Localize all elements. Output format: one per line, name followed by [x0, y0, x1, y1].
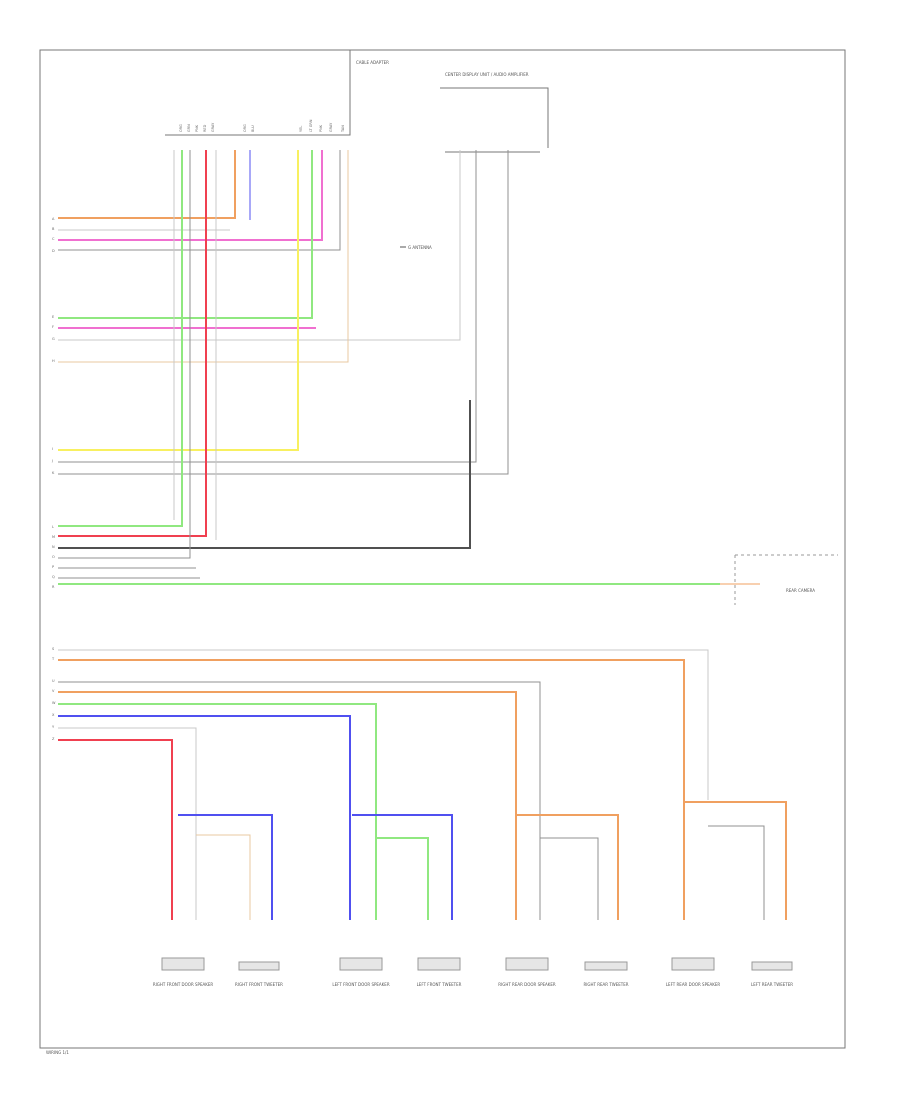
speaker-right-front-tweeter: [238, 961, 280, 971]
svg-text:V: V: [52, 689, 55, 693]
speaker-label-6: RIGHT REAR TWEETER: [583, 982, 628, 987]
svg-text:M: M: [52, 535, 55, 539]
speaker-right-rear-tweeter: [584, 961, 628, 971]
center-display-unit: CENTER DISPLAY UNIT / AUDIO AMPLIFIER: [440, 72, 549, 153]
wire-pink-a: [58, 150, 323, 241]
svg-text:GRAY: GRAY: [329, 122, 333, 132]
svg-text:LT GRN: LT GRN: [309, 119, 313, 132]
svg-text:T: T: [51, 657, 55, 661]
diagram-frame: [39, 49, 846, 1049]
speaker-label-3: LEFT FRONT DOOR SPEAKER: [332, 982, 389, 987]
svg-text:J: J: [51, 459, 53, 463]
svg-text:S: S: [52, 647, 55, 651]
svg-text:C: C: [52, 237, 55, 241]
lower-wires: [58, 649, 709, 920]
svg-text:D: D: [52, 249, 55, 253]
speaker-left-front-door: [339, 957, 383, 971]
svg-text:TAN: TAN: [341, 125, 345, 133]
center-unit-label: CENTER DISPLAY UNIT / AUDIO AMPLIFIER: [445, 72, 529, 77]
svg-text:PNK: PNK: [195, 124, 199, 132]
wire-orange-a: [58, 150, 236, 219]
top-connector: CABLE ADAPTER ORG GRN PNK RED GRAY ORG B…: [165, 50, 389, 136]
rear-camera-box: REAR CAMERA: [734, 554, 838, 605]
footer-label: WIRING 1/1: [46, 1050, 69, 1055]
svg-text:Q: Q: [52, 575, 55, 579]
svg-text:R: R: [52, 585, 55, 589]
svg-text:X: X: [52, 713, 55, 717]
crossover-wires: [178, 801, 787, 920]
left-pin-labels: A B C D E F G H I J K L M N O P Q R S T U V W X Y Z: [51, 217, 56, 741]
svg-text:ORG: ORG: [243, 124, 247, 132]
svg-text:ORG: ORG: [179, 124, 183, 132]
speaker-left-front-tweeter: [417, 957, 461, 971]
speaker-right-front-door: [161, 957, 205, 971]
speaker-label-1: RIGHT FRONT DOOR SPEAKER: [153, 982, 214, 987]
svg-text:B: B: [52, 227, 55, 231]
svg-text:RED: RED: [203, 124, 207, 132]
wire-gray-center: [58, 150, 461, 341]
svg-text:K: K: [52, 471, 55, 475]
speaker-label-7: LEFT REAR DOOR SPEAKER: [666, 982, 721, 987]
svg-text:I: I: [52, 447, 53, 451]
svg-text:O: O: [52, 555, 55, 559]
ground-symbol: G ANTENNA: [400, 245, 432, 250]
svg-text:L: L: [52, 525, 54, 529]
svg-text:G: G: [52, 337, 55, 341]
svg-text:GRAY: GRAY: [211, 122, 215, 132]
svg-text:U: U: [52, 679, 55, 683]
top-pin-labels: ORG GRN PNK RED GRAY ORG BLU YEL LT GRN …: [179, 119, 345, 133]
svg-text:A: A: [52, 217, 55, 221]
speaker-label-8: LEFT REAR TWEETER: [751, 982, 793, 987]
speaker-label-4: LEFT FRONT TWEETER: [417, 982, 462, 987]
svg-text:N: N: [52, 545, 55, 549]
svg-text:E: E: [52, 315, 54, 319]
svg-text:F: F: [52, 325, 54, 329]
svg-text:GRN: GRN: [187, 124, 191, 132]
rear-camera-label: REAR CAMERA: [786, 588, 815, 593]
speakers: RIGHT FRONT DOOR SPEAKER RIGHT FRONT TWE…: [153, 957, 793, 987]
wire-rf-tweeter: [178, 814, 273, 920]
speaker-label-2: RIGHT FRONT TWEETER: [235, 982, 283, 987]
svg-text:H: H: [52, 359, 55, 363]
speaker-label-5: RIGHT REAR DOOR SPEAKER: [498, 982, 556, 987]
wire-green-a: [58, 150, 313, 319]
top-connector-label: CABLE ADAPTER: [356, 60, 389, 65]
svg-text:Y: Y: [52, 725, 55, 729]
upper-wires: [58, 150, 509, 579]
svg-text:PNK: PNK: [319, 124, 323, 132]
svg-text:W: W: [52, 701, 56, 705]
svg-text:P: P: [52, 565, 54, 569]
svg-text:YEL: YEL: [299, 126, 303, 132]
wire-yellow: [58, 150, 299, 451]
ground-label: G ANTENNA: [408, 245, 432, 250]
speaker-left-rear-tweeter: [751, 961, 793, 971]
speaker-right-rear-door: [505, 957, 549, 971]
speaker-left-rear-door: [671, 957, 715, 971]
svg-text:BLU: BLU: [251, 125, 255, 132]
svg-text:Z: Z: [52, 737, 55, 741]
